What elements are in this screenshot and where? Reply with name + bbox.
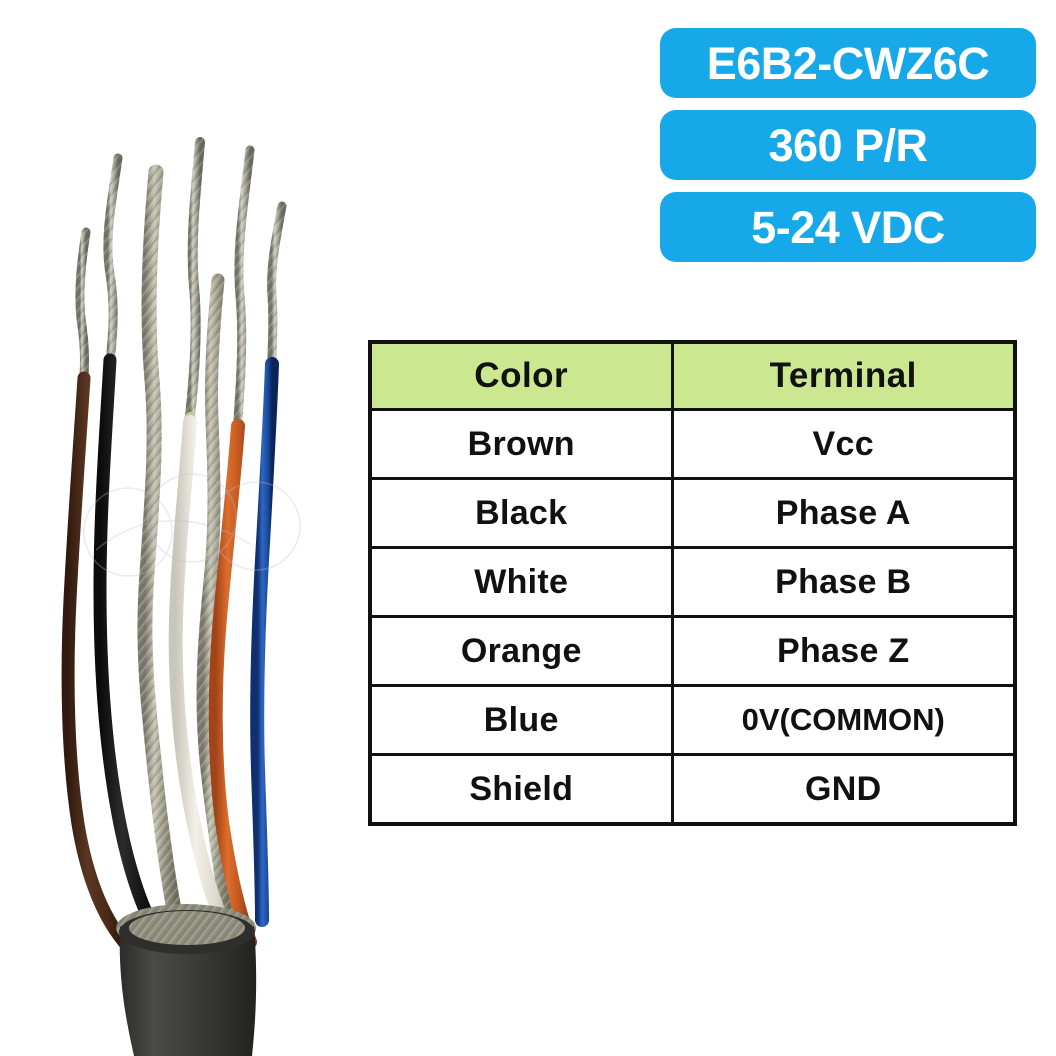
table-row: Brown Vcc [368,408,1017,480]
table-row: Orange Phase Z [368,615,1017,687]
badge-model: E6B2-CWZ6C [660,28,1036,98]
table-header-row: Color Terminal [368,340,1017,411]
column-header-color: Color [368,340,674,411]
wire-shield-braid [137,164,184,928]
wire-blue [250,201,287,927]
table-row: Black Phase A [368,477,1017,549]
cell-terminal: Phase A [670,477,1017,549]
table-row: White Phase B [368,546,1017,618]
wire-shield-braid-secondary [196,273,235,937]
cell-terminal: Phase B [670,546,1017,618]
cell-color: Blue [368,684,674,756]
wiring-table: Color Terminal Brown Vcc Black Phase A W… [368,340,1017,826]
cell-color: White [368,546,674,618]
cell-color: Black [368,477,674,549]
cell-terminal: Phase Z [670,615,1017,687]
wire-black [93,153,163,939]
watermark [83,473,301,577]
cell-color: Orange [368,615,674,687]
wiring-table-container: Color Terminal Brown Vcc Black Phase A W… [368,340,1017,826]
cell-color: Shield [368,753,674,826]
table-row: Shield GND [368,753,1017,826]
badge-voltage: 5-24 VDC [660,192,1036,262]
product-badge-stack: E6B2-CWZ6C 360 P/R 5-24 VDC [660,28,1036,262]
column-header-terminal: Terminal [670,340,1017,411]
cell-terminal: Vcc [670,408,1017,480]
wire-brown [61,227,131,949]
wire-white [168,137,239,947]
table-row: Blue 0V(COMMON) [368,684,1017,756]
badge-resolution: 360 P/R [660,110,1036,180]
cell-terminal: GND [670,753,1017,826]
cable-jacket [116,904,257,1056]
cell-terminal: 0V(COMMON) [670,684,1017,756]
cable-photo [0,120,360,1056]
wire-orange [208,145,257,949]
cell-color: Brown [368,408,674,480]
